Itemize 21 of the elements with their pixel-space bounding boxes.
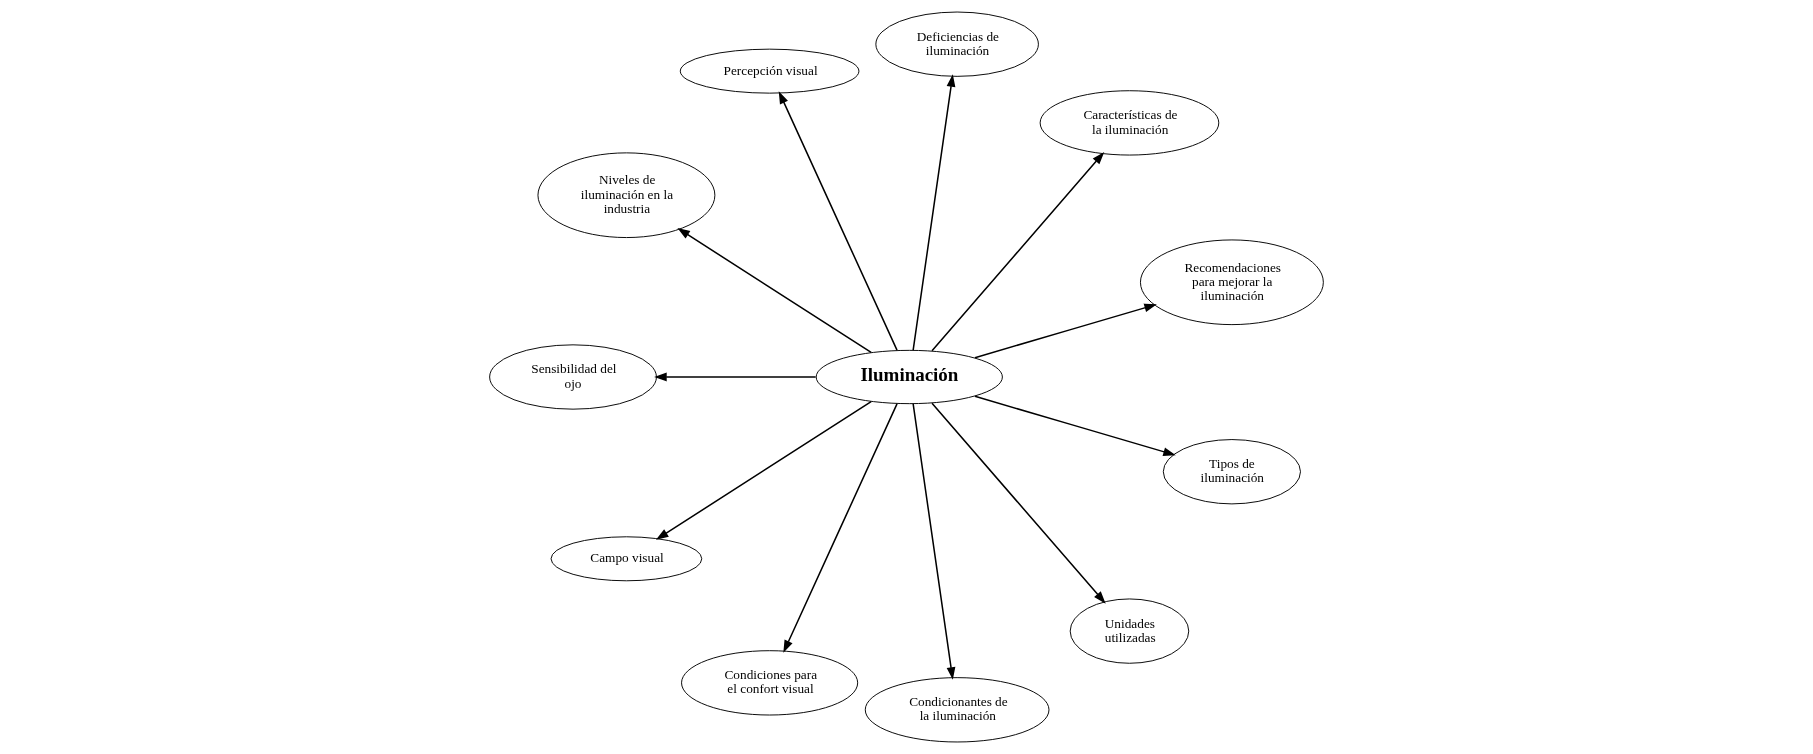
node-ellipse: Campo visual [550,536,703,582]
node-ellipse: Deficiencias de iluminación [875,11,1039,77]
arrow [974,303,1157,359]
arrow [931,151,1105,352]
arrow [654,372,817,382]
node-ellipse: Características de la iluminación [1039,90,1220,156]
node-ellipse: Iluminación [815,349,1003,405]
node-ellipse: Unidades utilizadas [1069,598,1190,664]
arrow [974,395,1176,456]
arrow [677,228,872,354]
node-ellipse: Condicionantes de la iluminación [864,677,1050,743]
arrow [655,400,872,540]
node-ellipse: Condiciones para el confort visual [681,650,859,716]
node-ellipse: Percepción visual [679,48,860,94]
arrow [931,402,1106,604]
arrow [912,403,956,680]
arrow [783,403,898,653]
node-ellipse: Recomendaciones para mejorar la iluminación [1139,239,1324,326]
node-ellipse: Sensibilidad del ojo [489,344,657,410]
arrow [912,74,956,351]
arrow [778,91,898,351]
